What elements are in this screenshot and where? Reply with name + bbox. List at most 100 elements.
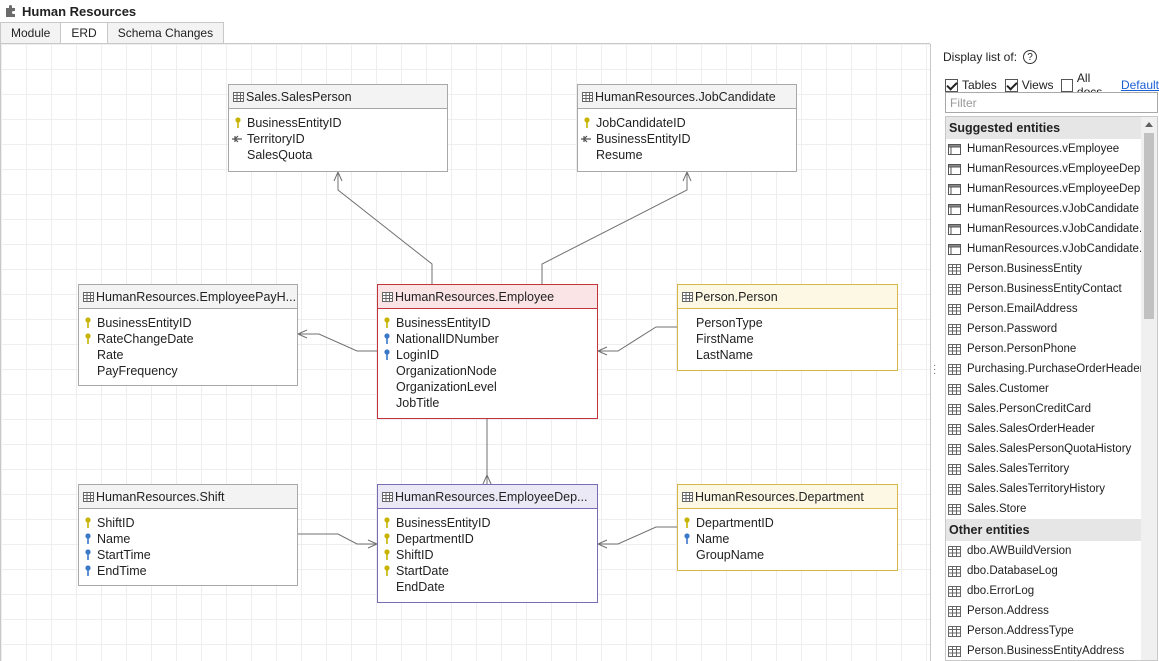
tab-schema-changes[interactable]: Schema Changes	[106, 22, 225, 44]
field-row[interactable]: DepartmentID	[678, 515, 897, 531]
field-row[interactable]: StartTime	[79, 547, 297, 563]
entity-employeedepartmenthistory[interactable]: HumanResources.EmployeeDep... BusinessEn…	[377, 484, 598, 603]
field-row[interactable]: BusinessEntityID	[229, 115, 447, 131]
entity-list-item[interactable]: Person.BusinessEntityAddress	[946, 641, 1142, 660]
entity-header[interactable]: HumanResources.EmployeePayH...	[79, 285, 297, 309]
field-row[interactable]: RateChangeDate	[79, 331, 297, 347]
field-row[interactable]: EndDate	[378, 579, 597, 595]
entity-header[interactable]: Sales.SalesPerson	[229, 85, 447, 109]
scroll-up-arrow-icon[interactable]	[1145, 122, 1153, 127]
entity-header[interactable]: HumanResources.Employee	[378, 285, 597, 309]
field-row[interactable]: BusinessEntityID	[578, 131, 796, 147]
entity-list-item[interactable]: Person.AddressType	[946, 621, 1142, 641]
field-name: BusinessEntityID	[596, 132, 691, 146]
entity-list-item[interactable]: Person.BusinessEntity	[946, 259, 1142, 279]
entity-list-item[interactable]: Sales.Customer	[946, 379, 1142, 399]
views-checkbox[interactable]: Views	[1004, 78, 1053, 92]
entity-list-item[interactable]: Sales.SalesOrderHeader	[946, 419, 1142, 439]
entity-header[interactable]: HumanResources.JobCandidate	[578, 85, 796, 109]
table-icon	[83, 291, 94, 302]
entity-list-item[interactable]: HumanResources.vJobCandidate	[946, 199, 1142, 219]
entity-list-item[interactable]: dbo.ErrorLog	[946, 581, 1142, 601]
field-name: NationalIDNumber	[396, 332, 499, 346]
field-row[interactable]: FirstName	[678, 331, 897, 347]
crowfoot-salesperson	[333, 170, 343, 182]
filter-input[interactable]	[945, 92, 1158, 113]
field-row[interactable]: Name	[79, 531, 297, 547]
entity-list-item[interactable]: HumanResources.vEmployee	[946, 139, 1142, 159]
checkbox-box[interactable]	[945, 78, 958, 92]
field-row[interactable]: OrganizationNode	[378, 363, 597, 379]
entity-department[interactable]: HumanResources.Department DepartmentID N…	[677, 484, 898, 571]
field-row[interactable]: LoginID	[378, 347, 597, 363]
scroll-thumb[interactable]	[1144, 133, 1154, 319]
field-row[interactable]: LastName	[678, 347, 897, 363]
field-row[interactable]: OrganizationLevel	[378, 379, 597, 395]
field-row[interactable]: EndTime	[79, 563, 297, 579]
entity-list-item[interactable]: Sales.SalesPersonQuotaHistory	[946, 439, 1142, 459]
display-list-label-row: Display list of: ?	[943, 50, 1038, 64]
entity-list-item[interactable]: Person.Password	[946, 319, 1142, 339]
checkbox-box[interactable]	[1004, 78, 1018, 92]
field-row[interactable]: StartDate	[378, 563, 597, 579]
entity-list-item[interactable]: dbo.DatabaseLog	[946, 561, 1142, 581]
entity-list-item[interactable]: Sales.Store	[946, 499, 1142, 519]
tab-module[interactable]: Module	[0, 22, 62, 44]
entity-list-item[interactable]: Person.BusinessEntityContact	[946, 279, 1142, 299]
field-name: LoginID	[396, 348, 440, 362]
entity-person[interactable]: Person.Person PersonType FirstName LastN…	[677, 284, 898, 371]
field-row[interactable]: TerritoryID	[229, 131, 447, 147]
tab-erd[interactable]: ERD	[60, 22, 108, 45]
entity-list-item[interactable]: Person.Address	[946, 601, 1142, 621]
entity-header[interactable]: HumanResources.EmployeeDep...	[378, 485, 597, 509]
default-link[interactable]: Default	[1120, 78, 1159, 92]
suggested-entities-header: Suggested entities	[946, 117, 1142, 139]
field-row[interactable]: ShiftID	[79, 515, 297, 531]
entity-list-item-label: HumanResources.vJobCandidate	[967, 203, 1139, 215]
field-row[interactable]: SalesQuota	[229, 147, 447, 163]
entity-shift[interactable]: HumanResources.Shift ShiftID Name StartT…	[78, 484, 298, 586]
entity-header[interactable]: HumanResources.Department	[678, 485, 897, 509]
field-row[interactable]: BusinessEntityID	[378, 515, 597, 531]
field-row[interactable]: BusinessEntityID	[378, 315, 597, 331]
list-scrollbar[interactable]	[1141, 117, 1157, 660]
checkbox-box[interactable]	[1061, 78, 1073, 92]
field-row[interactable]: BusinessEntityID	[79, 315, 297, 331]
entity-list-item[interactable]: HumanResources.vEmployeeDep...	[946, 179, 1142, 199]
entity-list[interactable]: Suggested entities HumanResources.vEmplo…	[945, 116, 1158, 661]
field-row[interactable]: NationalIDNumber	[378, 331, 597, 347]
field-row[interactable]: DepartmentID	[378, 531, 597, 547]
crowfoot-payhistory	[296, 329, 308, 339]
entity-header[interactable]: Person.Person	[678, 285, 897, 309]
field-row[interactable]: GroupName	[678, 547, 897, 563]
entity-jobcandidate[interactable]: HumanResources.JobCandidate JobCandidate…	[577, 84, 797, 172]
panel-splitter[interactable]: ···	[930, 44, 936, 661]
entity-list-item[interactable]: Purchasing.PurchaseOrderHeader	[946, 359, 1142, 379]
erd-canvas[interactable]: Sales.SalesPerson BusinessEntityID Terri…	[0, 44, 930, 661]
entity-list-item[interactable]: HumanResources.vJobCandidate...	[946, 239, 1142, 259]
entity-list-item[interactable]: Sales.PersonCreditCard	[946, 399, 1142, 419]
tables-checkbox[interactable]: Tables	[945, 78, 997, 92]
field-row[interactable]: JobCandidateID	[578, 115, 796, 131]
field-row[interactable]: Name	[678, 531, 897, 547]
entity-list-item[interactable]: Person.EmailAddress	[946, 299, 1142, 319]
field-row[interactable]: PayFrequency	[79, 363, 297, 379]
entity-list-item[interactable]: Sales.SalesTerritoryHistory	[946, 479, 1142, 499]
field-row[interactable]: PersonType	[678, 315, 897, 331]
field-row[interactable]: JobTitle	[378, 395, 597, 411]
entity-employee[interactable]: HumanResources.Employee BusinessEntityID…	[377, 284, 598, 419]
field-name: SalesQuota	[247, 148, 313, 162]
field-row[interactable]: Rate	[79, 347, 297, 363]
entity-list-item[interactable]: HumanResources.vJobCandidate...	[946, 219, 1142, 239]
entity-list-item[interactable]: dbo.AWBuildVersion	[946, 541, 1142, 561]
field-row[interactable]: ShiftID	[378, 547, 597, 563]
entity-list-item[interactable]: Sales.SalesTerritory	[946, 459, 1142, 479]
field-row[interactable]: Resume	[578, 147, 796, 163]
entity-header[interactable]: HumanResources.Shift	[79, 485, 297, 509]
table-icon	[948, 343, 961, 355]
entity-employeepayhistory[interactable]: HumanResources.EmployeePayH... BusinessE…	[78, 284, 298, 386]
help-icon[interactable]: ?	[1023, 50, 1038, 64]
entity-list-item[interactable]: Person.PersonPhone	[946, 339, 1142, 359]
entity-salesperson[interactable]: Sales.SalesPerson BusinessEntityID Terri…	[228, 84, 448, 172]
entity-list-item[interactable]: HumanResources.vEmployeeDep...	[946, 159, 1142, 179]
